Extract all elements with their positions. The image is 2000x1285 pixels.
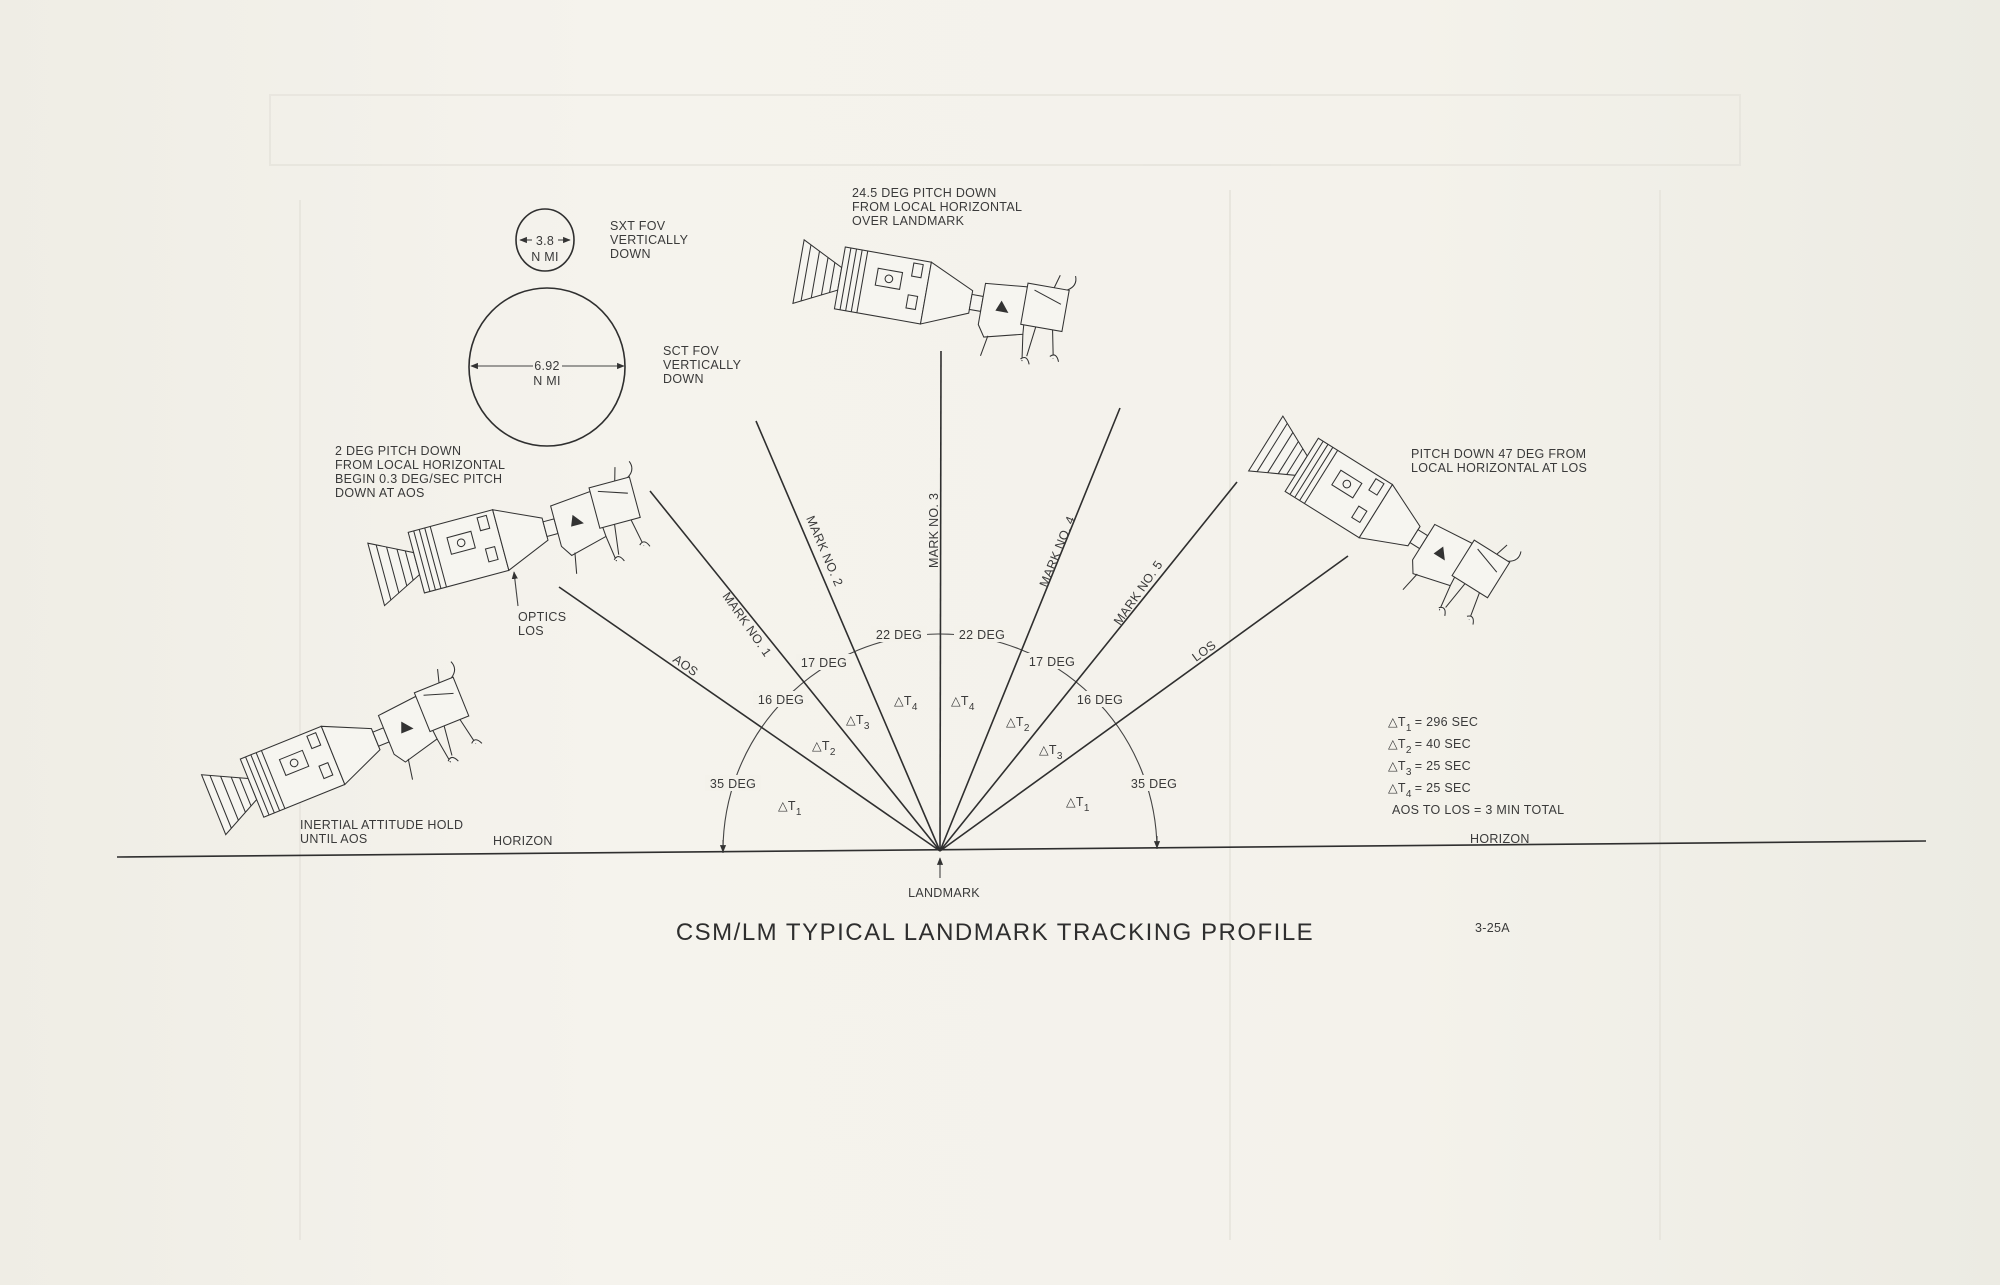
sxt-fov-label: SXT FOV VERTICALLY DOWN (610, 219, 692, 261)
sct-unit: N MI (533, 374, 561, 388)
ray-label-mark-5: MARK NO. 5 (1111, 558, 1166, 628)
interval-right-t4: △T4 (951, 694, 975, 713)
legend-t1: △T1= 296 SEC (1388, 715, 1478, 734)
angle-right-16: 16 DEG (1077, 693, 1123, 707)
angle-right-22: 22 DEG (959, 628, 1005, 642)
figure-number: 3-25A (1475, 921, 1510, 935)
interval-right-t3: △T3 (1039, 743, 1063, 762)
sct-diameter: 6.92 (534, 359, 560, 373)
ray-mark-5 (939, 481, 1238, 852)
aos-attitude-note: 2 DEG PITCH DOWN FROM LOCAL HORIZONTAL B… (335, 444, 509, 500)
over-landmark-note: 24.5 DEG PITCH DOWN FROM LOCAL HORIZONTA… (852, 186, 1026, 228)
angle-left-35: 35 DEG (710, 777, 756, 791)
legend-total: AOS TO LOS = 3 MIN TOTAL (1392, 803, 1564, 817)
horizon-line (116, 840, 1927, 858)
csm-lm-over-landmark-illustration (789, 228, 1078, 371)
interval-labels: △T1 △T2 △T3 △T4 △T4 △T2 △T3 △T1 (778, 694, 1090, 818)
interval-legend: △T1= 296 SEC △T2= 40 SEC △T3= 25 SEC △T4… (1388, 715, 1564, 817)
angle-left-16: 16 DEG (758, 693, 804, 707)
angle-right-17: 17 DEG (1029, 655, 1075, 669)
angle-labels: 35 DEG 16 DEG 17 DEG 22 DEG 22 DEG 17 DE… (705, 626, 1182, 791)
angle-arc (722, 633, 1158, 854)
angle-left-22: 22 DEG (876, 628, 922, 642)
los-attitude-note: PITCH DOWN 47 DEG FROM LOCAL HORIZONTAL … (1411, 447, 1590, 475)
sxt-unit: N MI (531, 250, 559, 264)
horizon-label-left: HORIZON (493, 834, 553, 848)
legend-t2: △T2= 40 SEC (1388, 737, 1471, 756)
sxt-fov-circle: 3.8 N MI (515, 208, 575, 272)
ray-aos (558, 586, 941, 852)
sct-fov-label: SCT FOV VERTICALLY DOWN (663, 344, 745, 386)
ray-label-mark-1: MARK NO. 1 (720, 590, 775, 660)
ray-label-mark-3: MARK NO. 3 (927, 493, 941, 568)
csm-lm-at-los-illustration (1238, 405, 1523, 634)
sxt-diameter: 3.8 (536, 234, 554, 248)
horizon-label-right: HORIZON (1470, 832, 1530, 846)
ray-mark-3 (939, 350, 942, 852)
show-through-ghost (269, 94, 1741, 1240)
ray-mark-2 (755, 420, 941, 852)
ray-mark-1 (649, 490, 941, 852)
ray-label-mark-2: MARK NO. 2 (803, 514, 845, 589)
optics-los-label: OPTICS LOS (518, 610, 570, 638)
interval-left-t4: △T4 (894, 694, 918, 713)
interval-left-t1: △T1 (778, 799, 802, 818)
angle-left-17: 17 DEG (801, 656, 847, 670)
angle-right-35: 35 DEG (1131, 777, 1177, 791)
interval-right-t1: △T1 (1066, 795, 1090, 814)
sct-fov-circle: 6.92 N MI (468, 287, 626, 447)
figure-title: CSM/LM TYPICAL LANDMARK TRACKING PROFILE (676, 919, 1314, 946)
legend-t4: △T4= 25 SEC (1388, 781, 1471, 800)
optics-los-arrow (511, 571, 519, 607)
ray-mark-4 (939, 407, 1121, 852)
sight-rays (558, 350, 1349, 852)
landmark-label: LANDMARK (908, 886, 980, 900)
ray-los (939, 555, 1349, 852)
interval-left-t2: △T2 (812, 739, 836, 758)
interval-right-t2: △T2 (1006, 715, 1030, 734)
interval-left-t3: △T3 (846, 713, 870, 732)
ray-label-mark-4: MARK NO. 4 (1037, 514, 1078, 589)
legend-t3: △T3= 25 SEC (1388, 759, 1471, 778)
inertial-hold-note: INERTIAL ATTITUDE HOLD UNTIL AOS (300, 818, 467, 846)
